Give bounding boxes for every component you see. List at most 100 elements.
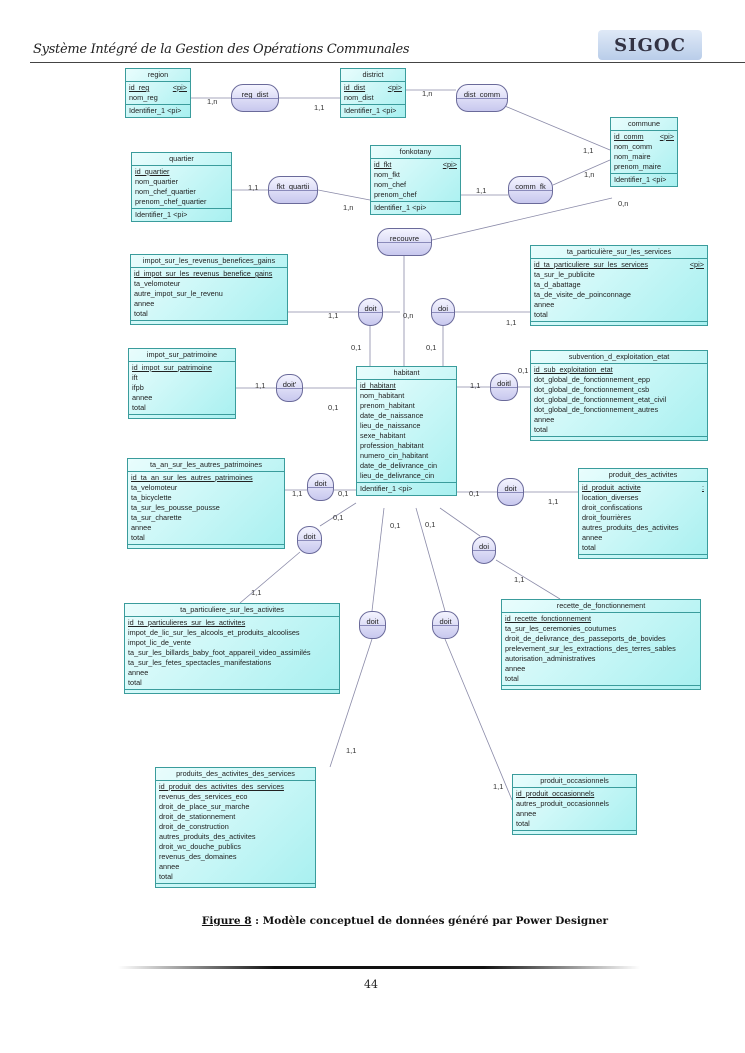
primary-key-tag: : bbox=[701, 483, 704, 492]
relationship-r4: doitl bbox=[490, 373, 518, 401]
entity-attributes: id_ta_particuliere_sur_les_services<pi>t… bbox=[531, 259, 707, 322]
entity-footer bbox=[125, 690, 339, 693]
relationship-r3: doit' bbox=[276, 374, 303, 402]
entity-attributes: id_reg<pi>nom_reg bbox=[126, 82, 190, 105]
relationship-r9: doit bbox=[359, 611, 386, 639]
sigoc-logo: SIGOC bbox=[598, 30, 702, 60]
cardinality-label: 1,1 bbox=[248, 183, 259, 192]
cardinality-label: 0,1 bbox=[426, 343, 437, 352]
attribute: autre_impot_sur_le_revenu bbox=[134, 289, 223, 298]
relationship-r10: doit bbox=[432, 611, 459, 639]
attribute: autres_produits_des_activites bbox=[159, 832, 256, 841]
primary-key-row: id_quartier bbox=[135, 167, 228, 177]
entity-name: ta_particuliere_sur_les_activites bbox=[125, 604, 339, 617]
relationship-r7: doit bbox=[297, 526, 322, 554]
attribute: location_diverses bbox=[582, 493, 639, 502]
header-divider bbox=[30, 62, 745, 63]
attribute: total bbox=[582, 543, 596, 552]
attribute: autres_produits_des_activites bbox=[582, 523, 679, 532]
attribute: droit_de_place_sur_marche bbox=[159, 802, 250, 811]
relationship-fkt_quartii: fkt_quartii bbox=[268, 176, 318, 204]
primary-key: id_impot_sur_les_revenus_benefice_gains bbox=[134, 269, 273, 278]
cardinality-label: 1,1 bbox=[514, 575, 525, 584]
cardinality-label: 0,n bbox=[403, 311, 414, 320]
cardinality-label: 0,n bbox=[618, 199, 629, 208]
primary-key: id_ta_particuliere_sur_les_services bbox=[534, 260, 648, 269]
primary-key-tag: <pi> bbox=[659, 132, 674, 141]
primary-key-tag: <pi> bbox=[442, 160, 457, 169]
primary-key: id_produit_des_activites_des_services bbox=[159, 782, 284, 791]
relationship-link bbox=[444, 638, 513, 801]
attribute: profession_habitant bbox=[360, 441, 424, 450]
attribute: date_de_delivrance_cin bbox=[360, 461, 438, 470]
relationship-link bbox=[371, 507, 385, 612]
relationship-link bbox=[329, 638, 373, 768]
cardinality-label: 1,1 bbox=[506, 318, 517, 327]
entity-footer bbox=[531, 437, 707, 440]
cardinality-label: 1,1 bbox=[255, 381, 266, 390]
attribute: nom_chef bbox=[374, 180, 407, 189]
entity-name: ta_an_sur_les_autres_patrimoines bbox=[128, 459, 284, 472]
attribute: annee bbox=[505, 664, 526, 673]
attribute: annee bbox=[128, 668, 149, 677]
relationship-link bbox=[552, 159, 611, 186]
attribute: ta_velomoteur bbox=[131, 483, 178, 492]
attribute: sexe_habitant bbox=[360, 431, 406, 440]
relationship-reg_dist: reg_dist bbox=[231, 84, 279, 112]
relationship-r2: doi bbox=[431, 298, 455, 326]
attribute: ta_velomoteur bbox=[134, 279, 181, 288]
attribute: prenom_habitant bbox=[360, 401, 415, 410]
attribute: ta_sur_les_fetes_spectacles_manifestatio… bbox=[128, 658, 272, 667]
relationship-dist_comm: dist_comm bbox=[456, 84, 508, 112]
primary-key-row: id_comm<pi> bbox=[614, 132, 674, 142]
primary-key: id_fkt bbox=[374, 160, 392, 169]
attribute: dot_global_de_fonctionnement_autres bbox=[534, 405, 659, 414]
entity-identifier: Identifier_1 <pi> bbox=[374, 203, 427, 212]
figure-caption-text: : Modèle conceptuel de données généré pa… bbox=[251, 915, 609, 927]
primary-key-row: id_impot_sur_patrimoine bbox=[132, 363, 232, 373]
entity-name: produit_occasionnels bbox=[513, 775, 636, 788]
attribute: impot_lic_de_vente bbox=[128, 638, 191, 647]
primary-key: id_habitant bbox=[360, 381, 396, 390]
attribute: ta_de_visite_de_poinconnage bbox=[534, 290, 631, 299]
entity-name: district bbox=[341, 69, 405, 82]
primary-key: id_produit_activite bbox=[582, 483, 641, 492]
attribute: annee bbox=[516, 809, 537, 818]
attribute: annee bbox=[132, 393, 153, 402]
figure-label: Figure 8 bbox=[201, 915, 252, 927]
cardinality-label: 1,n bbox=[343, 203, 354, 212]
attribute: annee bbox=[534, 415, 555, 424]
cardinality-label: 1,n bbox=[422, 89, 433, 98]
cardinality-label: 0,1 bbox=[518, 366, 529, 375]
primary-key-row: id_recette_fonctionnement bbox=[505, 614, 697, 624]
entity-name: commune bbox=[611, 118, 677, 131]
relationship-comm_fk: comm_fk bbox=[508, 176, 553, 204]
header-title: Système Intégré de la Gestion des Opérat… bbox=[33, 42, 410, 57]
attribute: total bbox=[159, 872, 173, 881]
entity-name: recette_de_fonctionnement bbox=[502, 600, 700, 613]
attribute: nom_chef_quartier bbox=[135, 187, 196, 196]
attribute: nom_comm bbox=[614, 142, 653, 151]
primary-key-row: id_reg<pi> bbox=[129, 83, 187, 93]
